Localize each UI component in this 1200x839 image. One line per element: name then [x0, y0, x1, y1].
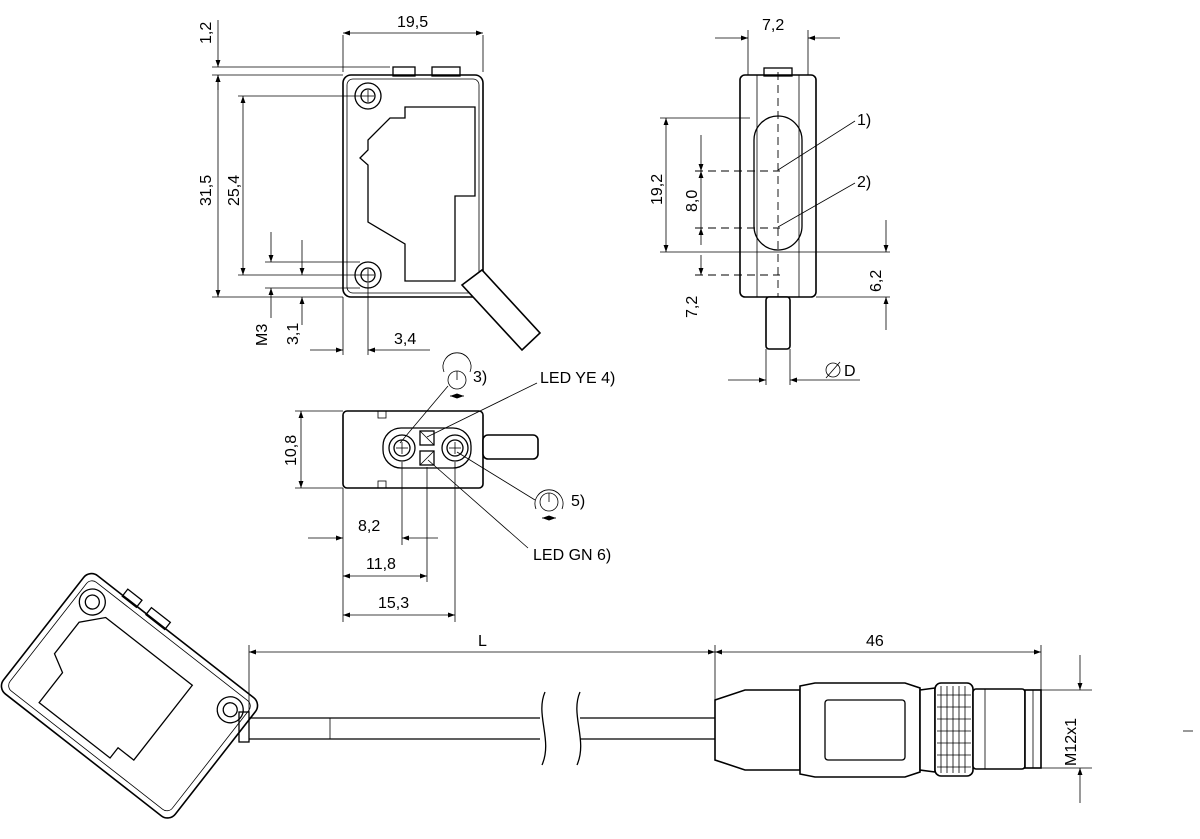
diameter-symbol-icon — [825, 361, 841, 379]
dim-hole-to-side: 3,4 — [394, 331, 416, 348]
cable-right — [580, 717, 715, 740]
dim-connector-length: 46 — [866, 633, 884, 650]
cable-break-left — [541, 691, 547, 766]
potentiometer-3-icon — [388, 434, 416, 462]
dim-led-offset: 11,8 — [366, 556, 396, 573]
rotate-adjust-5-icon — [534, 489, 564, 521]
led-yellow-icon — [419, 430, 435, 446]
callout-3: 3) — [473, 369, 487, 386]
front-cable — [460, 268, 542, 352]
dim-thread: M3 — [254, 324, 271, 346]
led-green-icon — [419, 450, 435, 466]
callout-1: 1) — [857, 112, 871, 129]
dim-axis-to-bottom: 7,2 — [684, 296, 701, 318]
rotate-adjust-3-icon — [442, 352, 472, 399]
callout-led-ye: LED YE 4) — [540, 370, 615, 387]
dim-optical-axis: 8,0 — [684, 190, 701, 212]
dim-slot-to-bottom: 6,2 — [868, 270, 885, 292]
dim-pot3-offset: 8,2 — [358, 518, 380, 535]
cable-left — [249, 717, 540, 740]
knurl-pattern — [937, 686, 971, 773]
tilted-sensor — [0, 572, 259, 819]
dim-hole-spacing: 25,4 — [226, 175, 243, 206]
side-housing — [739, 74, 817, 298]
cable-assembly-view: L 46 M12x1 — [0, 572, 1193, 819]
dim-optical-length: 19,2 — [649, 174, 666, 205]
cable-break-right — [576, 691, 582, 766]
callout-5: 5) — [571, 493, 585, 510]
callout-led-gn: LED GN 6) — [533, 547, 611, 564]
callout-2: 2) — [857, 174, 871, 191]
dim-depth: 10,8 — [283, 435, 300, 466]
side-cable — [765, 296, 791, 350]
dim-cable-length: L — [478, 633, 487, 650]
top-view: 10,8 8,2 11,8 15,3 3) LED YE 4) — [283, 352, 615, 622]
dim-top-offset: 1,2 — [198, 22, 215, 44]
side-view: 7,2 19,2 8,0 7,2 6,2 D 1) — [649, 17, 890, 385]
dim-lens-width: 7,2 — [762, 17, 784, 34]
dim-height: 31,5 — [198, 175, 215, 206]
m12-connector — [714, 682, 1042, 778]
front-view: 19,5 1,2 31,5 25,4 M3 3,1 3,4 — [198, 14, 542, 355]
front-lens-window — [359, 106, 476, 282]
dim-width: 19,5 — [397, 14, 428, 31]
dim-hole-to-bottom: 3,1 — [285, 323, 302, 345]
potentiometer-5-icon — [441, 434, 469, 462]
top-cable — [482, 434, 539, 460]
dim-pot5-offset: 15,3 — [378, 595, 409, 612]
top-housing — [342, 410, 484, 489]
dim-thread-size: M12x1 — [1063, 718, 1080, 766]
dim-cable-diameter: D — [844, 363, 856, 380]
